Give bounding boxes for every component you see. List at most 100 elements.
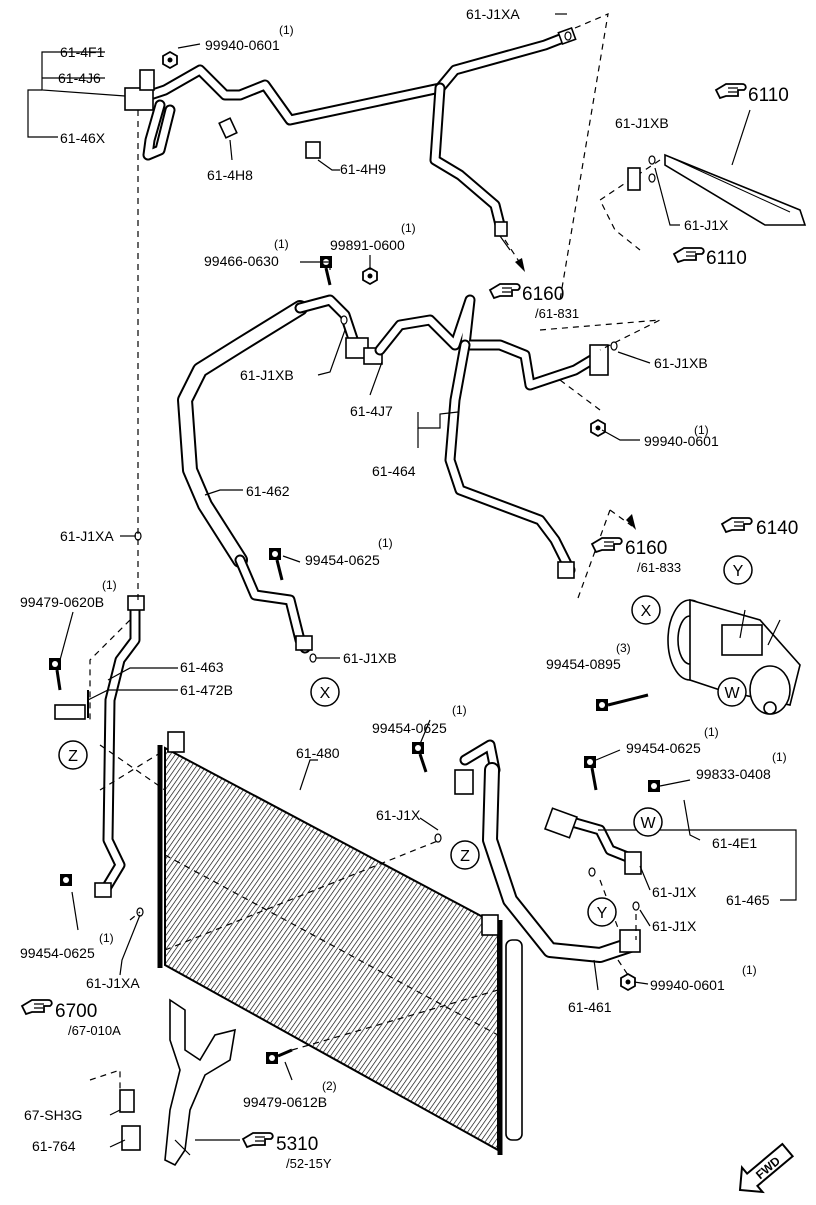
sensor-67-sh3g [119, 1089, 141, 1151]
pointing-hand-icon [721, 517, 753, 533]
label-61-j1xb-mid-right: 61-J1XB [654, 355, 708, 371]
svg-text:Z: Z [460, 848, 470, 865]
label-61-4f1: 61-4F1 [60, 44, 105, 60]
ref-6700: 6700 [55, 1001, 97, 1022]
label-61-j1x-mid: 61-J1X [376, 807, 421, 823]
pointing-hand-icon [21, 999, 53, 1015]
svg-text:(2): (2) [322, 1079, 337, 1093]
ref-6140: 6140 [756, 518, 798, 539]
label-61-4e1: 61-4E1 [712, 835, 757, 851]
bolt-99833-0408-icon [648, 780, 660, 792]
nut-99940-0601-a-icon [162, 51, 178, 69]
ref-6160-a: 6160 [522, 284, 564, 305]
label-61-j1xb-top: 61-J1XB [615, 115, 669, 131]
svg-text:(1): (1) [274, 237, 289, 251]
label-61-465: 61-465 [726, 892, 770, 908]
svg-text:(1): (1) [99, 931, 114, 945]
callout-z-1: Z [58, 740, 88, 770]
bolt-99454-0625-c-icon [584, 756, 596, 768]
nut-99891-0600-icon [362, 267, 378, 285]
ref-6110-a: 6110 [748, 85, 789, 106]
nut-99940-0601-c-icon [620, 973, 636, 991]
callout-y-2: Y [587, 897, 617, 927]
bolt-99454-0895-icon [596, 699, 608, 711]
bolt-99454-0625-b-icon [412, 742, 424, 754]
svg-text:(3): (3) [616, 641, 631, 655]
label-99479-0612b: 99479-0612B [243, 1094, 327, 1110]
label-99833-0408: 99833-0408 [696, 766, 771, 782]
label-99466-0630: 99466-0630 [204, 253, 279, 269]
ref-5310: 5310 [276, 1134, 318, 1155]
label-61-472b: 61-472B [180, 682, 233, 698]
svg-text:(1): (1) [401, 221, 416, 235]
svg-text:X: X [320, 685, 331, 702]
ref-6160-b: 6160 [625, 538, 667, 559]
label-99454-0895: 99454-0895 [546, 656, 621, 672]
label-61-4h8: 61-4H8 [207, 167, 253, 183]
label-61-j1x-r2: 61-J1X [652, 918, 697, 934]
label-61-4j6: 61-4J6 [58, 70, 101, 86]
label-99454-0625-a: 99454-0625 [305, 552, 380, 568]
ref-6160-a-sub: /61-831 [535, 306, 579, 321]
svg-text:(1): (1) [279, 23, 294, 37]
svg-text:(1): (1) [378, 536, 393, 550]
label-61-j1xa-low: 61-J1XA [86, 975, 140, 991]
svg-text:(1): (1) [452, 703, 467, 717]
pointing-hand-icon [673, 247, 705, 263]
ref-6700-sub: /67-010A [68, 1023, 121, 1038]
pointing-hand-icon [489, 283, 521, 299]
bracket-5310 [164, 998, 236, 1167]
label-99454-0625-d: 99454-0625 [20, 945, 95, 961]
fwd-arrow-icon: FWD [738, 1142, 795, 1194]
svg-text:(1): (1) [742, 963, 757, 977]
label-67-sh3g: 67-SH3G [24, 1107, 82, 1123]
ref-6160-b-sub: /61-833 [637, 560, 681, 575]
svg-text:W: W [724, 685, 740, 702]
label-61-764: 61-764 [32, 1138, 76, 1154]
callout-y-1: Y [723, 555, 753, 585]
label-61-480: 61-480 [296, 745, 340, 761]
label-61-j1x-top: 61-J1X [684, 217, 729, 233]
bolt-99479-0612b-icon [266, 1052, 278, 1064]
label-61-4j7: 61-4J7 [350, 403, 393, 419]
svg-text:(1): (1) [704, 725, 719, 739]
label-61-462: 61-462 [246, 483, 290, 499]
label-99454-0625-c: 99454-0625 [626, 740, 701, 756]
svg-text:(1): (1) [102, 578, 117, 592]
callout-x-2: X [631, 595, 661, 625]
label-61-461: 61-461 [568, 999, 612, 1015]
label-99891-0600: 99891-0600 [330, 237, 405, 253]
svg-text:W: W [640, 815, 656, 832]
svg-text:Z: Z [68, 748, 78, 765]
label-99940-0601-c: 99940-0601 [650, 977, 725, 993]
hose-61-462 [177, 294, 383, 654]
callout-x-1: X [310, 677, 340, 707]
pointing-hand-icon [242, 1132, 274, 1148]
hose-61-461 [454, 739, 641, 963]
bolt-99479-0620b-icon [49, 658, 61, 670]
label-99940-0601-b: 99940-0601 [644, 433, 719, 449]
label-61-464: 61-464 [372, 463, 416, 479]
nut-99940-0601-b-icon [590, 419, 606, 437]
evaporator-6110 [627, 153, 807, 226]
callout-w-1: W [717, 677, 747, 707]
bolt-99454-0625-d-icon [60, 874, 72, 886]
svg-text:(1): (1) [694, 423, 709, 437]
label-61-46x: 61-46X [60, 130, 106, 146]
label-99479-0620b: 99479-0620B [20, 594, 104, 610]
label-61-j1xb-low: 61-J1XB [343, 650, 397, 666]
label-61-463: 61-463 [180, 659, 224, 675]
ref-5310-sub: /52-15Y [286, 1156, 332, 1171]
top-pipe-61-46x [124, 26, 577, 237]
pipe-61-464 [374, 294, 609, 579]
label-61-4h9: 61-4H9 [340, 161, 386, 177]
svg-text:(1): (1) [772, 750, 787, 764]
pointing-hand-icon [591, 537, 623, 553]
label-61-j1xb-mid-left: 61-J1XB [240, 367, 294, 383]
pipe-61-463 [54, 595, 145, 898]
label-99454-0625-b: 99454-0625 [372, 720, 447, 736]
callout-z-2: Z [450, 840, 480, 870]
label-99940-0601-a: 99940-0601 [205, 37, 280, 53]
